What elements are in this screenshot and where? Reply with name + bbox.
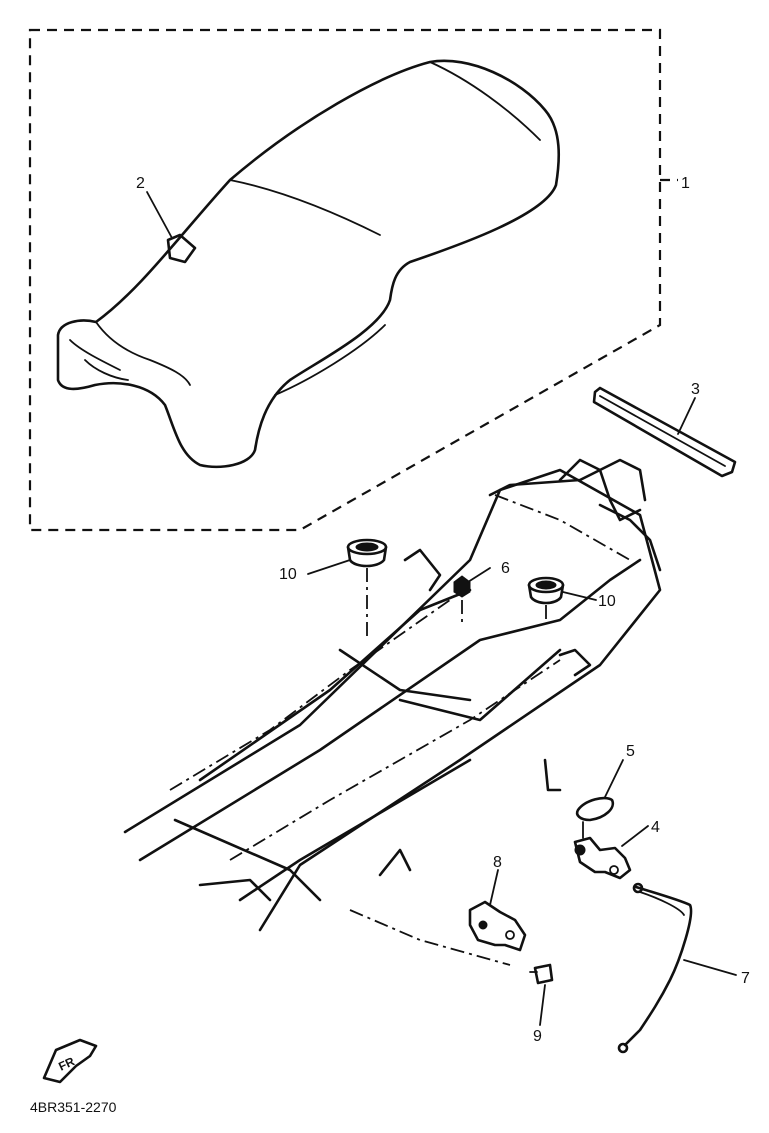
damper-left[interactable] xyxy=(346,538,388,640)
callout-10-left: 10 xyxy=(279,566,297,583)
callout-8: 8 xyxy=(493,854,502,871)
seat-strip[interactable] xyxy=(592,386,737,478)
rear-frame xyxy=(123,458,662,966)
bolt[interactable] xyxy=(529,963,554,985)
callouts: 1 2 3 4 5 6 7 8 9 10 10 xyxy=(136,175,750,1045)
damper-right[interactable] xyxy=(527,576,565,620)
callout-10-right: 10 xyxy=(598,593,616,610)
leader-lines xyxy=(146,191,737,1026)
callout-1: 1 xyxy=(681,175,690,192)
callout-9: 9 xyxy=(533,1028,542,1045)
callout-7: 7 xyxy=(741,970,750,987)
callout-3: 3 xyxy=(691,381,700,398)
lock-cover[interactable] xyxy=(575,796,615,839)
drawing-code: 4BR351-2270 xyxy=(30,1099,117,1115)
seat[interactable] xyxy=(56,59,561,469)
front-mark-label: FR xyxy=(56,1054,77,1074)
lock-cable[interactable] xyxy=(617,882,693,1054)
seat-assembly-boundary xyxy=(28,28,678,532)
callout-4: 4 xyxy=(651,819,660,836)
front-arrow-icon: FR xyxy=(42,1038,98,1084)
seat-lock[interactable] xyxy=(573,836,632,880)
nut[interactable] xyxy=(453,575,471,625)
callout-6: 6 xyxy=(501,560,510,577)
seat-hook[interactable] xyxy=(468,900,527,952)
callout-2: 2 xyxy=(136,175,145,192)
callout-5: 5 xyxy=(626,743,635,760)
